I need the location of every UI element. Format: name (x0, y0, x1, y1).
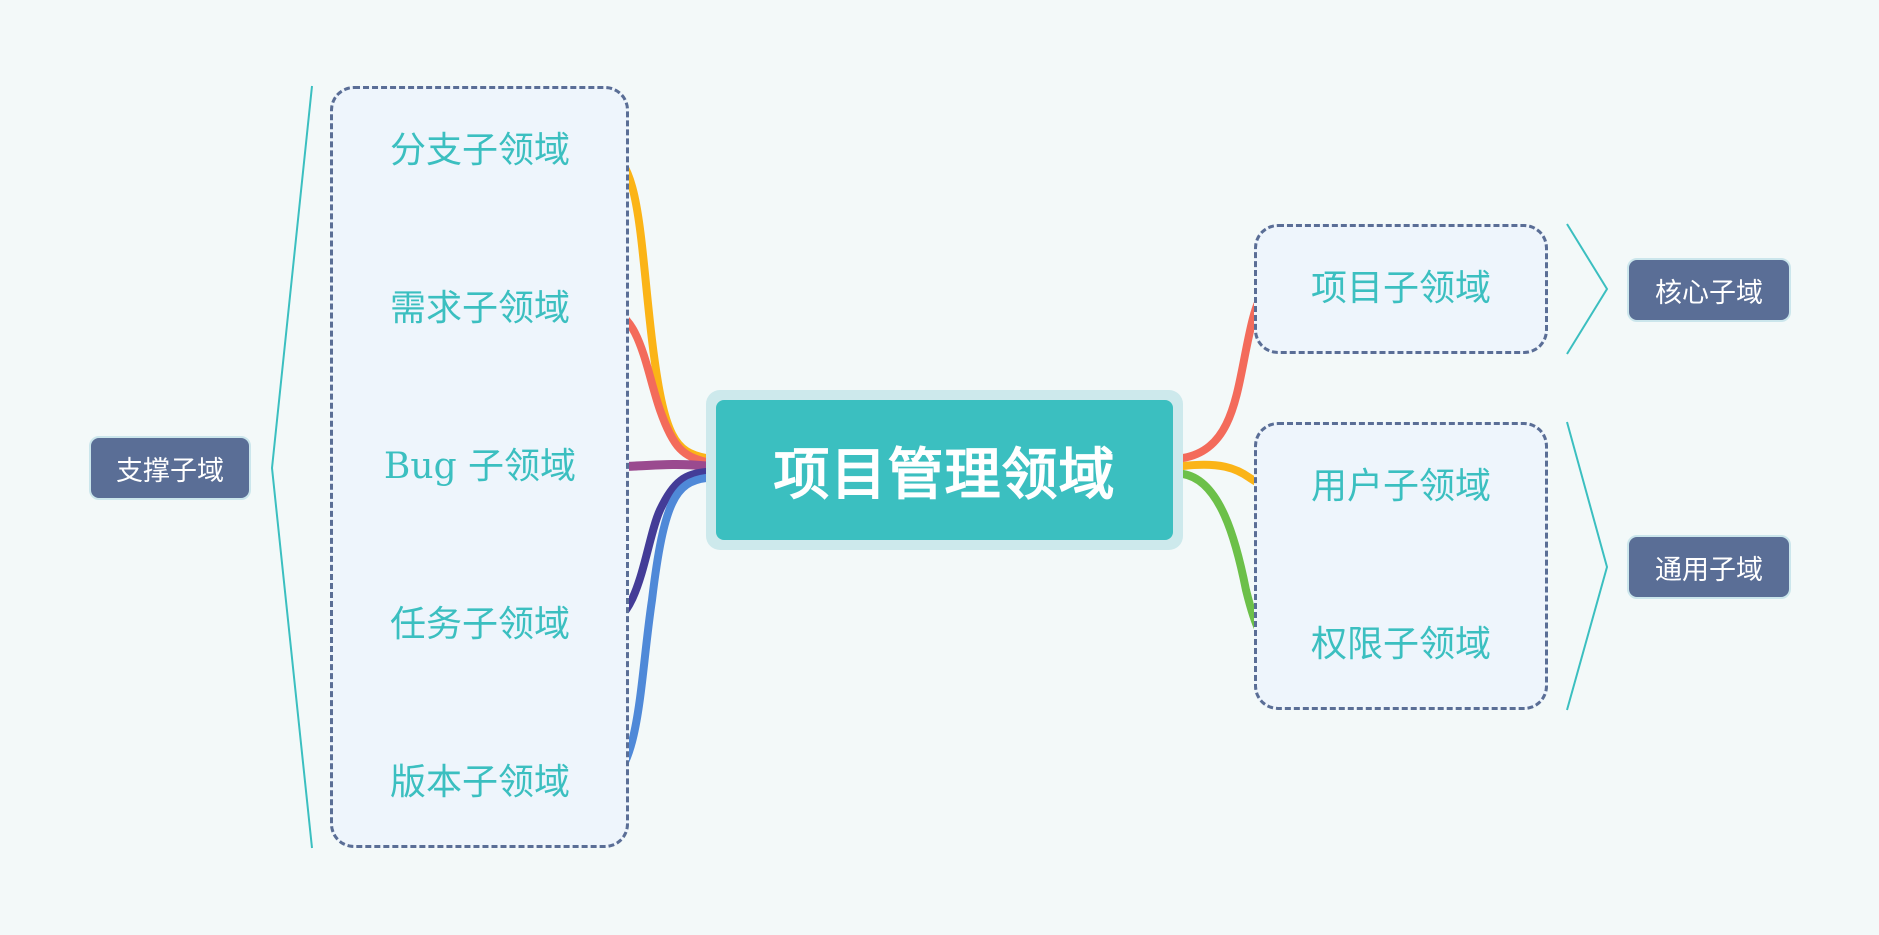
central-topic-label: 项目管理领域 (716, 400, 1173, 540)
requirement-subdomain-label: 需求子领域 (389, 288, 570, 329)
generic-subdomain-tag: 通用子域 (1627, 535, 1791, 599)
generic-subdomain-box (1254, 422, 1548, 710)
core-subdomain-tag: 核心子域 (1627, 258, 1791, 322)
generic-bracket (1566, 421, 1609, 711)
permission-subdomain-label: 权限子领域 (1310, 624, 1491, 665)
project-subdomain-label: 项目子领域 (1310, 268, 1491, 309)
bug-subdomain-label: Bug 子领域 (383, 446, 577, 487)
support-bracket (270, 85, 313, 849)
task-subdomain-label: 任务子领域 (389, 604, 570, 645)
branch-subdomain-label: 分支子领域 (389, 130, 570, 171)
core-subdomain-box (1254, 224, 1548, 354)
user-subdomain-label: 用户子领域 (1310, 466, 1491, 507)
central-topic: 项目管理领域 (706, 390, 1183, 550)
core-bracket (1566, 223, 1609, 355)
version-subdomain-label: 版本子领域 (389, 762, 570, 803)
support-subdomain-tag: 支撑子域 (89, 436, 251, 500)
support-subdomain-box (330, 86, 629, 848)
